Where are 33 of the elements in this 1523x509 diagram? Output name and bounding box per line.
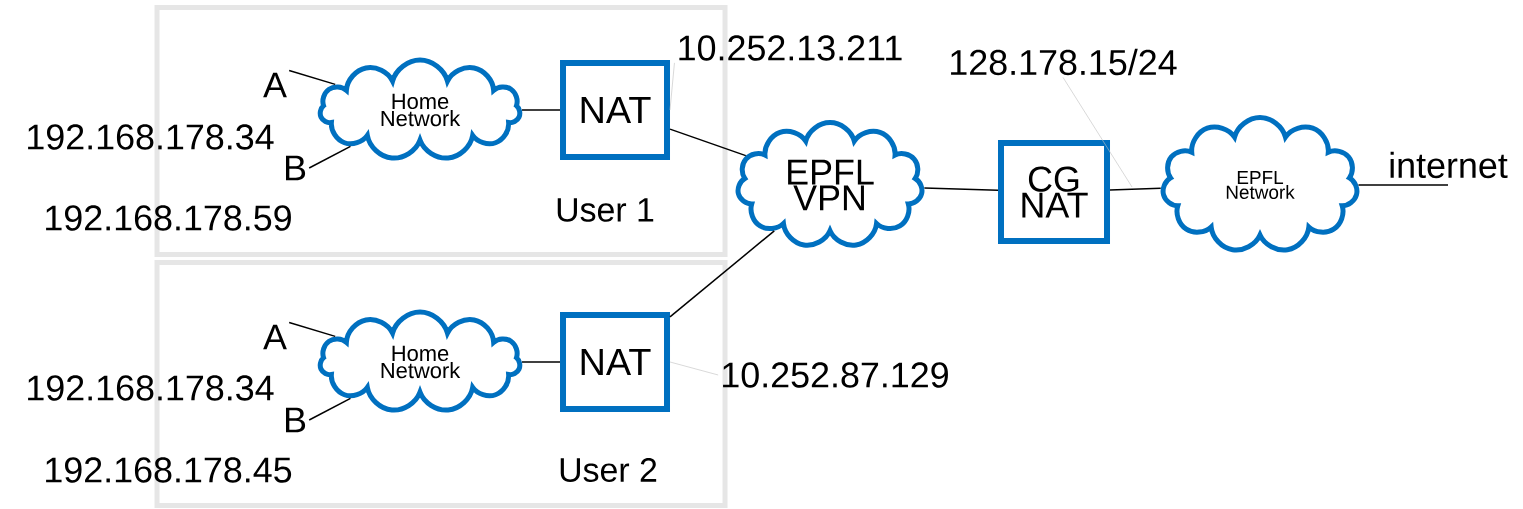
network-cloud: Home Network bbox=[317, 57, 523, 161]
nat-box: NAT bbox=[560, 312, 670, 412]
connector-line bbox=[521, 361, 561, 363]
address-label: B bbox=[286, 407, 306, 433]
nat-box: CG NAT bbox=[998, 140, 1110, 244]
connector-line bbox=[308, 397, 352, 421]
connector-line bbox=[288, 69, 336, 86]
network-cloud: EPFL Network bbox=[1160, 115, 1360, 253]
address-label: B bbox=[286, 155, 306, 181]
connector-line bbox=[521, 109, 561, 111]
address-label: A bbox=[263, 72, 287, 98]
connector-line bbox=[669, 128, 747, 157]
connector-line bbox=[1109, 187, 1162, 191]
connector-line bbox=[923, 187, 999, 191]
network-cloud: Home Network bbox=[317, 309, 523, 413]
leader-line bbox=[669, 62, 675, 111]
network-cloud: EPFL VPN bbox=[735, 120, 925, 248]
address-label: 10.252.87.129 bbox=[723, 362, 948, 388]
address-label: A bbox=[263, 324, 287, 350]
address-label: 128.178.15/24 bbox=[951, 48, 1177, 76]
connector-line bbox=[1357, 184, 1449, 186]
address-label: 10.252.13.211 bbox=[679, 35, 902, 61]
ip-address-label: 192.168.178.59 bbox=[46, 205, 291, 231]
leader-line bbox=[1062, 77, 1133, 188]
leader-line bbox=[669, 361, 719, 376]
connector-line bbox=[288, 321, 336, 338]
ip-address-label: 192.168.178.34 bbox=[28, 375, 274, 401]
address-label: internet bbox=[1390, 151, 1508, 179]
connector-line bbox=[308, 145, 352, 169]
connector-line bbox=[669, 230, 776, 318]
ip-address-label: 192.168.178.34 bbox=[28, 124, 274, 150]
nat-box: NAT bbox=[560, 60, 670, 160]
ip-address-label: 192.168.178.45 bbox=[46, 457, 292, 483]
